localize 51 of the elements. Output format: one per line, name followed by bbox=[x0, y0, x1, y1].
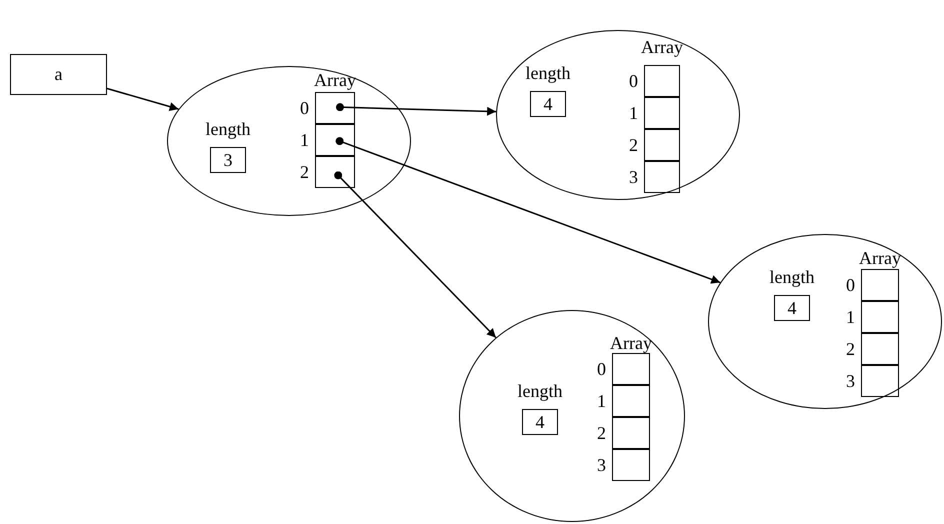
array-cell bbox=[861, 365, 899, 397]
array-cell bbox=[861, 269, 899, 301]
index-label: 1 bbox=[597, 391, 606, 411]
index-label: 0 bbox=[300, 98, 309, 118]
array-cell bbox=[612, 353, 650, 385]
array-cell bbox=[644, 161, 680, 193]
array-heading: Array bbox=[859, 248, 901, 268]
index-label: 1 bbox=[629, 103, 638, 123]
index-label: 3 bbox=[597, 455, 606, 475]
index-label: 2 bbox=[846, 339, 855, 359]
index-label: 2 bbox=[629, 135, 638, 155]
index-label: 2 bbox=[300, 162, 309, 182]
array-cell bbox=[612, 417, 650, 449]
object-ellipse bbox=[459, 310, 685, 522]
array-cell bbox=[644, 129, 680, 161]
array-heading: Array bbox=[641, 37, 683, 57]
array-cell bbox=[315, 124, 355, 156]
index-label: 3 bbox=[629, 167, 638, 187]
array-cell bbox=[612, 449, 650, 481]
array-heading: Array bbox=[610, 333, 652, 353]
index-label: 2 bbox=[597, 423, 606, 443]
array-cell bbox=[612, 385, 650, 417]
variable-box: a bbox=[10, 54, 107, 95]
reference-arrow bbox=[106, 88, 179, 111]
index-label: 0 bbox=[629, 71, 638, 91]
index-label: 0 bbox=[846, 275, 855, 295]
array-heading: Array bbox=[314, 70, 356, 90]
array-cell bbox=[315, 92, 355, 124]
field-label: length bbox=[770, 267, 814, 287]
reference-arrow bbox=[336, 103, 496, 116]
value-box: 4 bbox=[774, 295, 810, 321]
array-cell bbox=[861, 333, 899, 365]
index-label: 1 bbox=[300, 130, 309, 150]
index-label: 3 bbox=[846, 371, 855, 391]
value-box: 3 bbox=[210, 147, 246, 173]
reference-arrow bbox=[334, 171, 496, 338]
value-box: 4 bbox=[530, 91, 566, 117]
field-label: length bbox=[526, 63, 570, 83]
field-label: length bbox=[206, 119, 250, 139]
reference-arrow bbox=[336, 137, 720, 284]
object-ellipse bbox=[167, 66, 411, 216]
array-cell bbox=[644, 97, 680, 129]
object-ellipse bbox=[496, 30, 740, 200]
object-ellipse bbox=[708, 234, 942, 409]
array-cell bbox=[315, 156, 355, 188]
array-cell bbox=[861, 301, 899, 333]
index-label: 0 bbox=[597, 359, 606, 379]
field-label: length bbox=[518, 381, 562, 401]
value-box: 4 bbox=[522, 409, 558, 435]
array-cell bbox=[644, 65, 680, 97]
index-label: 1 bbox=[846, 307, 855, 327]
